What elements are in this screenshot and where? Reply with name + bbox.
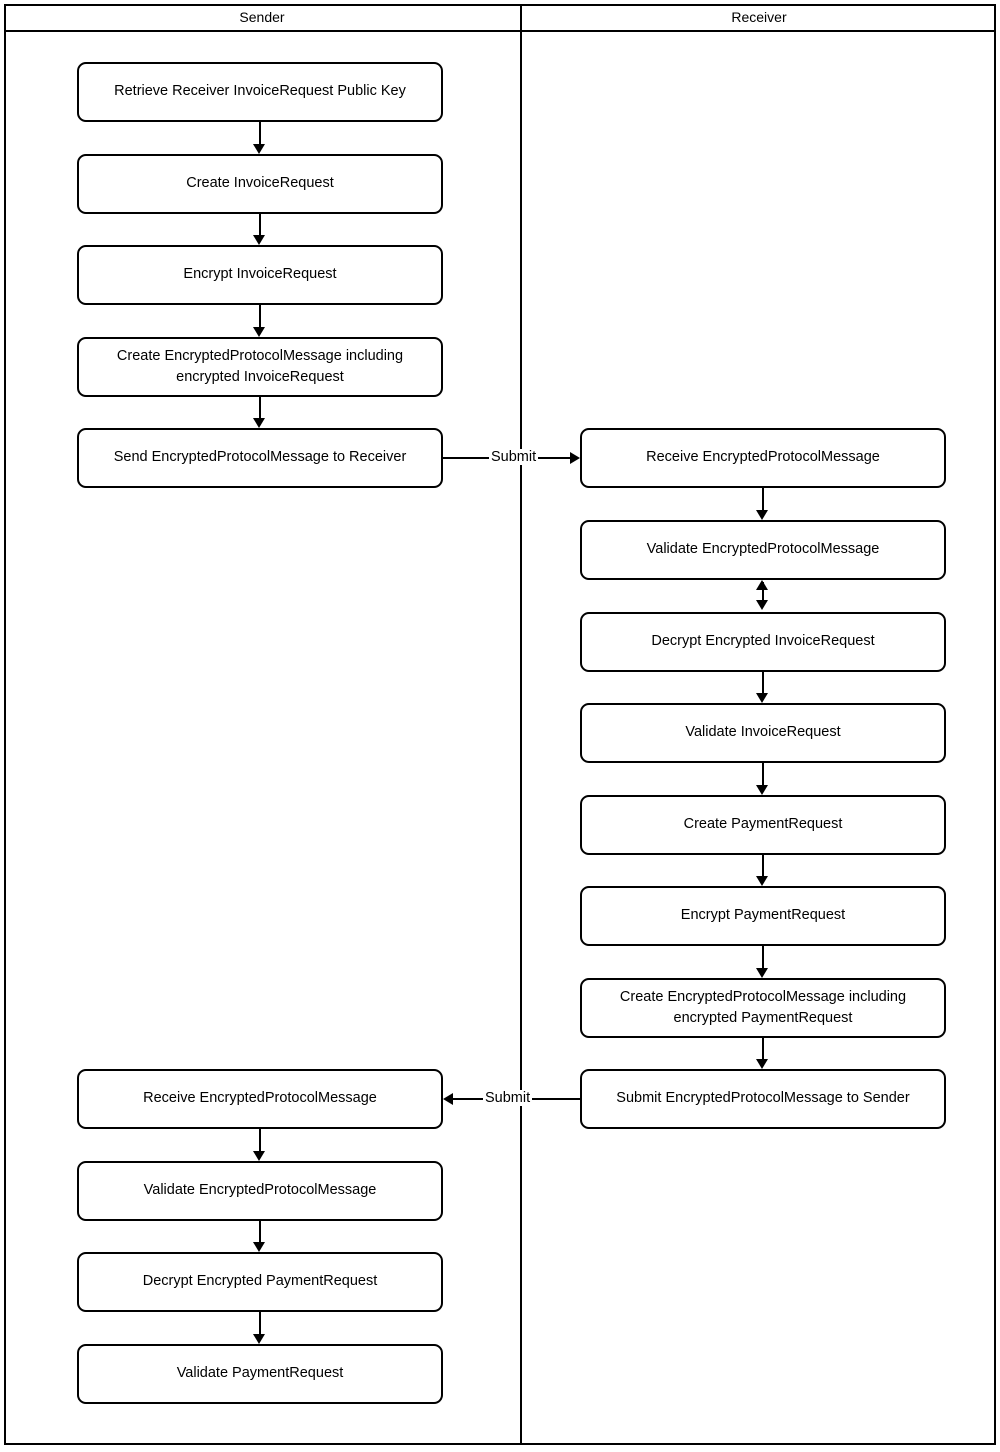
edge-label-submit-to-sender: Submit [483,1090,533,1106]
node-submit-encryptedprotocolmessage-to-sender[interactable]: Submit EncryptedProtocolMessage to Sende… [580,1069,946,1129]
node-label: Create EncryptedProtocolMessage includin… [117,346,403,388]
connector-s4-s5-line [259,397,261,418]
connector-s2-s3-line [259,214,261,235]
node-label-line2: encrypted PaymentRequest [673,1010,853,1026]
node-create-encryptedprotocolmessage-paymentrequest[interactable]: Create EncryptedProtocolMessage includin… [580,978,946,1038]
node-decrypt-encrypted-invoicerequest[interactable]: Decrypt Encrypted InvoiceRequest [580,612,946,672]
node-validate-paymentrequest[interactable]: Validate PaymentRequest [77,1344,443,1404]
connector-s2-s3-arrowhead [253,235,265,245]
connector-r4-r5-line [762,763,764,785]
node-decrypt-encrypted-paymentrequest[interactable]: Decrypt Encrypted PaymentRequest [77,1252,443,1312]
connector-r2-r3-line [762,582,764,600]
node-label: Receive EncryptedProtocolMessage [143,1090,377,1107]
connector-submit-to-receiver-arrowhead [570,452,580,464]
node-create-paymentrequest[interactable]: Create PaymentRequest [580,795,946,855]
connector-r5-r6-line [762,855,764,876]
node-label-line1: Create EncryptedProtocolMessage includin… [116,347,404,364]
connector-s6-s7-arrowhead [253,1151,265,1161]
connector-s7-s8-arrowhead [253,1242,265,1252]
connector-s8-s9-line [259,1312,261,1334]
connector-s3-s4-line [259,305,261,327]
node-validate-encryptedprotocolmessage-receiver[interactable]: Validate EncryptedProtocolMessage [580,520,946,580]
node-label: Encrypt InvoiceRequest [183,266,337,283]
node-label: Validate PaymentRequest [176,1365,344,1382]
node-encrypt-paymentrequest[interactable]: Encrypt PaymentRequest [580,886,946,946]
node-label-line2: encrypted InvoiceRequest [176,369,344,385]
connector-s8-s9-arrowhead [253,1334,265,1344]
connector-s3-s4-arrowhead [253,327,265,337]
connector-r6-r7-arrowhead [756,968,768,978]
connector-r5-r6-arrowhead [756,876,768,886]
node-label: Create PaymentRequest [683,816,843,833]
lane-title-sender: Sender [239,9,285,25]
node-label: Decrypt Encrypted InvoiceRequest [651,633,875,650]
connector-r1-r2-arrowhead [756,510,768,520]
connector-r7-r8-arrowhead [756,1059,768,1069]
edge-label-submit-to-receiver: Submit [489,449,539,465]
node-validate-invoicerequest[interactable]: Validate InvoiceRequest [580,703,946,763]
connector-s4-s5-arrowhead [253,418,265,428]
connector-r3-r4-line [762,672,764,693]
node-receive-encryptedprotocolmessage-sender[interactable]: Receive EncryptedProtocolMessage [77,1069,443,1129]
connector-r1-r2-line [762,488,764,510]
node-validate-encryptedprotocolmessage-sender[interactable]: Validate EncryptedProtocolMessage [77,1161,443,1221]
node-label: Submit EncryptedProtocolMessage to Sende… [616,1090,910,1107]
node-label: Send EncryptedProtocolMessage to Receive… [113,449,407,466]
swimlane-header-rule [4,30,996,32]
connector-s1-s2-line [259,122,261,144]
lane-title-receiver: Receiver [731,9,787,25]
node-encrypt-invoicerequest[interactable]: Encrypt InvoiceRequest [77,245,443,305]
connector-r7-r8-line [762,1038,764,1059]
node-label: Retrieve Receiver InvoiceRequest Public … [114,83,406,100]
connector-submit-to-sender-arrowhead [443,1093,453,1105]
node-create-invoicerequest[interactable]: Create InvoiceRequest [77,154,443,214]
connector-s1-s2-arrowhead [253,144,265,154]
connector-r4-r5-arrowhead [756,785,768,795]
node-send-encryptedprotocolmessage-to-receiver[interactable]: Send EncryptedProtocolMessage to Receive… [77,428,443,488]
node-retrieve-receiver-invoicerequest-public-key[interactable]: Retrieve Receiver InvoiceRequest Public … [77,62,443,122]
node-label: Create EncryptedProtocolMessage includin… [620,987,906,1029]
node-label: Receive EncryptedProtocolMessage [646,449,880,466]
node-label: Validate EncryptedProtocolMessage [646,541,880,558]
connector-r6-r7-line [762,946,764,968]
node-label: Validate EncryptedProtocolMessage [143,1182,377,1199]
connector-s6-s7-line [259,1129,261,1151]
node-receive-encryptedprotocolmessage-receiver[interactable]: Receive EncryptedProtocolMessage [580,428,946,488]
node-label: Create InvoiceRequest [186,175,334,192]
connector-s7-s8-line [259,1221,261,1242]
node-label-line1: Create EncryptedProtocolMessage includin… [619,988,907,1005]
node-label: Encrypt PaymentRequest [680,907,846,924]
connector-r2-r3-arrowhead-down [756,600,768,610]
swimlane-divider [520,4,522,1445]
connector-r3-r4-arrowhead [756,693,768,703]
node-label: Decrypt Encrypted PaymentRequest [142,1273,378,1290]
node-label: Validate InvoiceRequest [685,724,841,741]
node-create-encryptedprotocolmessage-invoicerequest[interactable]: Create EncryptedProtocolMessage includin… [77,337,443,397]
